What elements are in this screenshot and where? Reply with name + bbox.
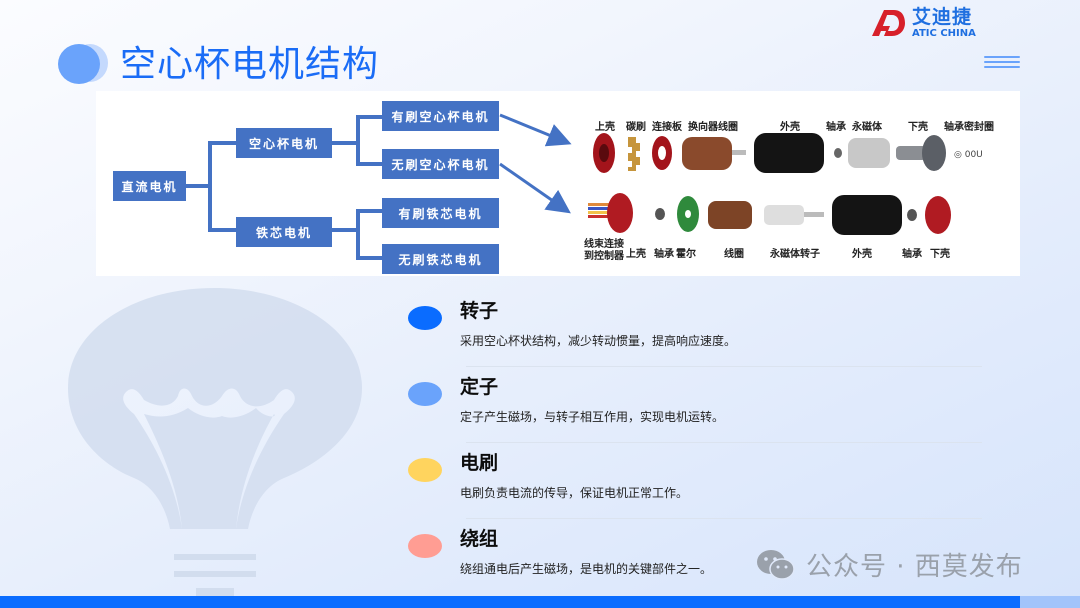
page-title: 空心杯电机结构 [120, 44, 380, 85]
part-label-line: 线束连接 [584, 239, 624, 250]
feature-winding: 绕组 绕组通电后产生磁场，是电机的关键部件之一。 [408, 524, 988, 594]
logo-mark-icon [872, 10, 905, 36]
feature-brush: 电刷 电刷负责电流的传导，保证电机正常工作。 [408, 448, 988, 518]
lightbulb-icon [68, 288, 362, 596]
part-label: 线圈 [724, 249, 744, 260]
motor-classification-diagram: 直流电机 空心杯电机 铁芯电机 有刷空心杯电机 无刷空心杯电机 有刷铁芯电机 无… [96, 91, 1020, 276]
svg-text:◎ 00U: ◎ 00U [954, 150, 983, 160]
connector [332, 228, 358, 232]
connector [332, 141, 358, 145]
feature-rotor: 转子 采用空心杯状结构，减少转动惯量，提高响应速度。 [408, 296, 988, 366]
part-label: 外壳 [852, 249, 872, 260]
part-label: 轴承密封圈 [944, 122, 994, 133]
arrow-icons [499, 113, 572, 214]
feature-description: 采用空心杯状结构，减少转动惯量，提高响应速度。 [460, 334, 737, 348]
divider [466, 442, 982, 443]
tree-node-dc-motor: 直流电机 [113, 171, 186, 201]
part-label: 霍尔 [676, 249, 696, 260]
feature-description: 绕组通电后产生磁场，是电机的关键部件之一。 [460, 562, 713, 576]
part-label: 下壳 [930, 249, 950, 260]
connector [356, 162, 382, 166]
brush-bullet-icon [408, 458, 442, 482]
winding-bullet-icon [408, 534, 442, 558]
tree-node-coreless-motor: 空心杯电机 [236, 128, 332, 158]
connector [208, 141, 212, 231]
part-label: 下壳 [908, 122, 928, 133]
wechat-icon [757, 549, 795, 580]
part-label: 换向器线圈 [688, 122, 738, 133]
tree-node-brushless-coreless: 无刷空心杯电机 [382, 149, 499, 179]
stator-bullet-icon [408, 382, 442, 406]
feature-stator: 定子 定子产生磁场，与转子相互作用，实现电机运转。 [408, 372, 988, 442]
hamburger-menu-icon[interactable] [984, 56, 1020, 72]
title-dot [58, 44, 100, 84]
watermark-text: 公众号 · 西莫发布 [806, 552, 1023, 582]
part-label: 永磁体 [852, 122, 882, 133]
feature-description: 定子产生磁场，与转子相互作用，实现电机运转。 [460, 410, 725, 424]
divider [466, 366, 982, 367]
connector [186, 184, 210, 188]
part-label: 轴承 [902, 249, 922, 260]
divider [466, 518, 982, 519]
feature-title: 定子 [460, 376, 499, 398]
part-label: 碳刷 [626, 122, 646, 133]
connector [208, 141, 236, 145]
feature-title: 绕组 [460, 528, 499, 550]
watermark: 公众号 · 西莫发布 [756, 546, 1023, 583]
logo-chinese-name: 艾迪捷 [912, 6, 973, 28]
feature-title: 电刷 [460, 452, 499, 474]
part-label: 上壳 [626, 249, 646, 260]
rotor-bullet-icon [408, 306, 442, 330]
feature-title: 转子 [460, 300, 499, 322]
part-label: 轴承 [826, 122, 846, 133]
feature-description: 电刷负责电流的传导，保证电机正常工作。 [460, 486, 689, 500]
tree-node-brushed-coreless: 有刷空心杯电机 [382, 101, 499, 131]
connector [356, 115, 360, 165]
bottom-accent-bar-light [1020, 596, 1080, 608]
connector [356, 209, 360, 259]
tree-node-brushless-iron-core: 无刷铁芯电机 [382, 244, 499, 274]
bottom-accent-bar [0, 596, 1020, 608]
part-label: 上壳 [595, 122, 615, 133]
company-logo: 艾迪捷 ATIC CHINA [870, 6, 980, 40]
connector [208, 228, 236, 232]
connector [356, 256, 382, 260]
part-label: 外壳 [780, 122, 800, 133]
part-label: 永磁体转子 [770, 249, 820, 260]
tree-node-brushed-iron-core: 有刷铁芯电机 [382, 198, 499, 228]
brushless-motor-exploded-view [588, 193, 951, 235]
part-label: 轴承 [654, 249, 674, 260]
logo-english-name: ATIC CHINA [912, 28, 976, 39]
brushed-motor-exploded-view: ◎ 00U [593, 133, 983, 173]
connector [356, 209, 382, 213]
part-label: 连接板 [652, 122, 682, 133]
connector [356, 115, 382, 119]
part-label-wire-harness: 线束连接 到控制器 [584, 239, 624, 263]
part-label-line: 到控制器 [584, 251, 624, 262]
tree-node-iron-core-motor: 铁芯电机 [236, 217, 332, 247]
